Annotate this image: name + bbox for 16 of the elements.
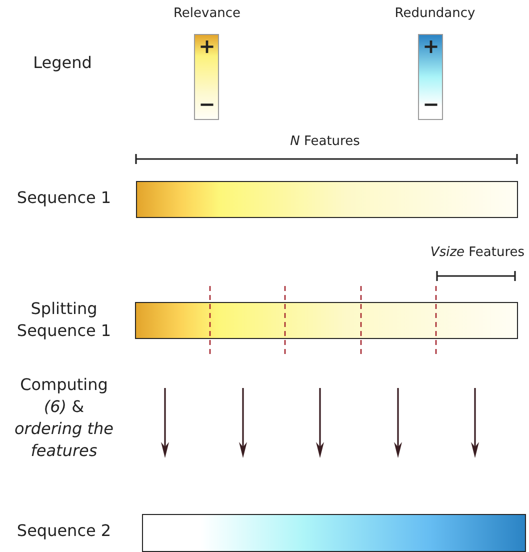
- sequence-bar: [135, 302, 518, 339]
- legend-label: Relevance: [172, 5, 242, 23]
- legend-label: Redundancy: [394, 5, 476, 23]
- row-label: Computing (6) & ordering the features: [14, 374, 114, 462]
- row-label: Sequence 2: [16, 520, 112, 542]
- row-label: Sequence 1: [16, 187, 112, 209]
- sequence-bar: [142, 514, 526, 552]
- sequence-bar: [136, 181, 518, 218]
- plus-sign: +: [422, 36, 440, 56]
- row-label: Splitting Sequence 1: [16, 298, 112, 342]
- minus-sign: −: [422, 94, 440, 114]
- minus-sign: −: [198, 94, 216, 114]
- dimension-label: Vsize Features: [429, 244, 526, 262]
- dimension-label: N Features: [289, 133, 361, 151]
- plus-sign: +: [198, 36, 216, 56]
- row-label: Legend: [32, 52, 93, 74]
